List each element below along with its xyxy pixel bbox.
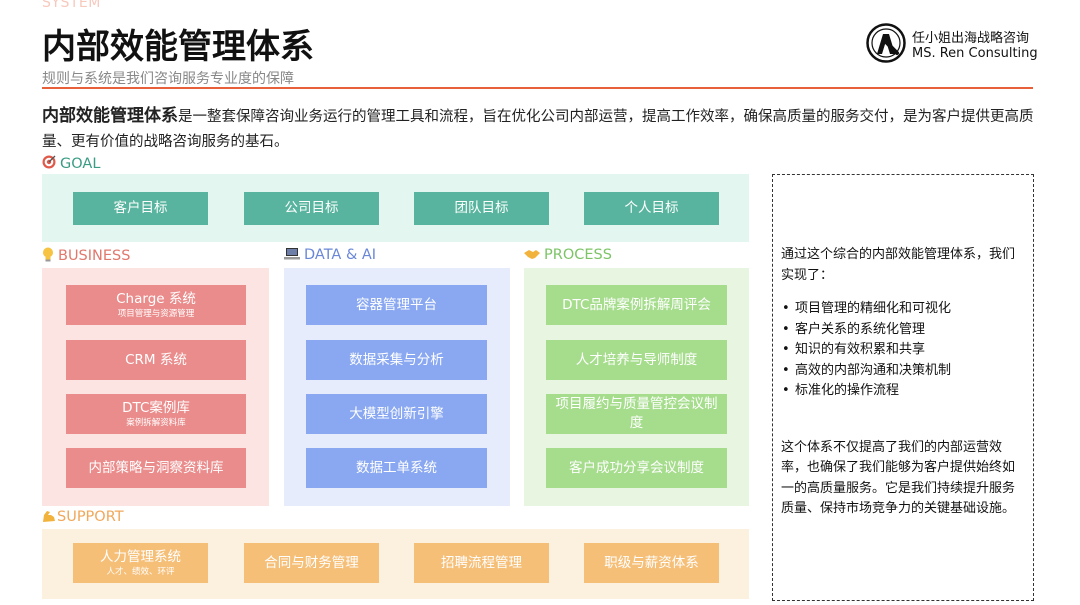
summary-bullet: 高效的内部沟通和决策机制	[781, 361, 1023, 382]
data-ai-box: 容器管理平台	[306, 285, 487, 325]
summary-box: 通过这个综合的内部效能管理体系，我们实现了： 项目管理的精细化和可视化 客户关系…	[772, 174, 1034, 601]
process-box: 客户成功分享会议制度	[546, 448, 727, 488]
summary-list: 项目管理的精细化和可视化 客户关系的系统化管理 知识的有效积累和共享 高效的内部…	[781, 299, 1023, 402]
handshake-icon	[524, 250, 540, 259]
brand-name-cn: 任小姐出海战略咨询	[912, 31, 1030, 46]
laptop-icon	[284, 248, 300, 260]
support-box: 职级与薪资体系	[584, 543, 719, 583]
summary-intro: 通过这个综合的内部效能管理体系，我们实现了：	[781, 247, 1016, 283]
support-box: 招聘流程管理	[414, 543, 549, 583]
business-box: DTC案例库案例拆解资料库	[66, 394, 246, 434]
business-box: Charge 系统项目管理与资源管理	[66, 285, 246, 325]
target-icon	[42, 155, 56, 169]
summary-outro: 这个体系不仅提高了我们的内部运营效率，也确保了我们能够为客户提供始终如一的高质量…	[781, 439, 1016, 517]
summary-bullet: 项目管理的精细化和可视化	[781, 299, 1023, 320]
lightbulb-icon	[43, 247, 53, 262]
goal-box: 公司目标	[244, 192, 379, 225]
data-ai-label: DATA & AI	[284, 247, 376, 263]
goal-label: GOAL	[42, 155, 100, 172]
system-label: SYSTEM	[42, 0, 101, 11]
business-box: 内部策略与洞察资料库	[66, 448, 246, 488]
process-box: 项目履约与质量管控会议制度	[546, 394, 727, 434]
brand-name-en: MS. Ren Consulting	[912, 46, 1038, 61]
goal-box: 客户目标	[73, 192, 208, 225]
brand-logo-icon	[866, 23, 906, 63]
data-ai-box: 数据采集与分析	[306, 340, 487, 380]
page-subtitle: 规则与系统是我们咨询服务专业度的保障	[42, 71, 294, 87]
intro-bold-term: 内部效能管理体系	[42, 106, 178, 126]
page-title: 内部效能管理体系	[42, 27, 314, 67]
data-ai-box: 数据工单系统	[306, 448, 487, 488]
support-box: 人力管理系统人才、绩效、环评	[73, 543, 208, 583]
intro-text: 是一整套保障咨询业务运行的管理工具和流程，旨在优化公司内部运营，提高工作效率，确…	[42, 109, 1034, 150]
data-ai-box: 大模型创新引擎	[306, 394, 487, 434]
support-label: SUPPORT	[42, 509, 124, 525]
summary-bullet: 客户关系的系统化管理	[781, 320, 1023, 341]
flexed-biceps-icon	[43, 511, 55, 522]
support-box: 合同与财务管理	[244, 543, 379, 583]
intro-paragraph: 内部效能管理体系是一整套保障咨询业务运行的管理工具和流程，旨在优化公司内部运营，…	[42, 104, 1037, 155]
goal-box: 团队目标	[414, 192, 549, 225]
summary-bullet: 知识的有效积累和共享	[781, 340, 1023, 361]
process-box: DTC品牌案例拆解周评会	[546, 285, 727, 325]
business-box: CRM 系统	[66, 340, 246, 380]
summary-bullet: 标准化的操作流程	[781, 381, 1023, 402]
process-label: PROCESS	[524, 247, 612, 263]
goal-box: 个人目标	[584, 192, 719, 225]
header-divider	[42, 87, 1033, 89]
business-label: BUSINESS	[42, 247, 130, 264]
process-box: 人才培养与导师制度	[546, 340, 727, 380]
